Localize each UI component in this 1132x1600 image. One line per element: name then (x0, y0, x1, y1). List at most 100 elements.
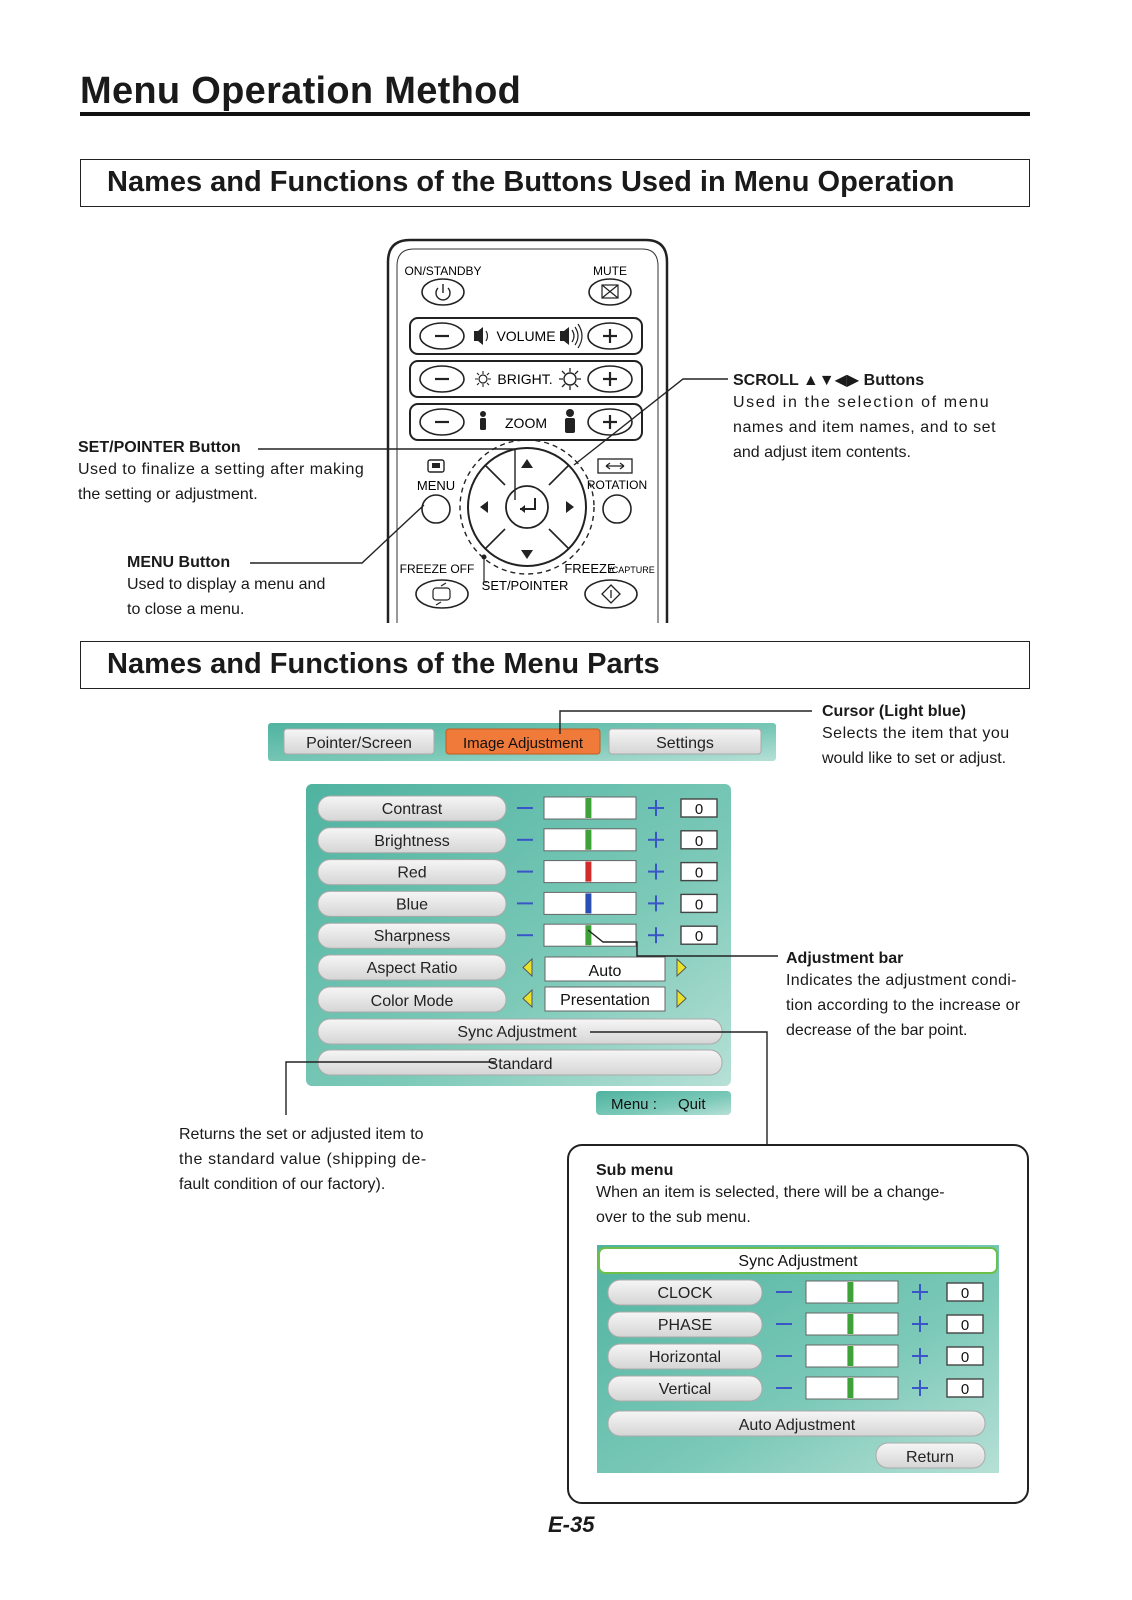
bright-minus-button[interactable] (419, 365, 465, 393)
menu-illustration: Pointer/Screen Image Adjustment Settings… (268, 710, 1029, 1504)
set-pointer-callout: SET/POINTER Button Used to finalize a se… (78, 439, 373, 507)
arrow-left-icon[interactable] (522, 988, 533, 1009)
scroll-callout-line: and adjust item contents. (733, 444, 911, 461)
menu-label: MENU (417, 478, 455, 493)
freeze-off-label: FREEZE OFF (400, 562, 475, 576)
adjustment-bar-callout: Adjustment bar Indicates the adjustment … (786, 950, 1032, 1043)
plus-icon[interactable] (912, 1284, 928, 1300)
menu-item-value: 0 (695, 833, 703, 850)
color-mode-value: Presentation (560, 992, 650, 1009)
plus-icon[interactable] (648, 831, 664, 848)
adjustment-bar[interactable] (543, 828, 637, 852)
adjustment-bar[interactable] (805, 1312, 899, 1336)
return-label: Return (906, 1449, 954, 1466)
menu-button-callout-line: Used to display a menu and (127, 576, 326, 593)
volume-plus-button[interactable] (587, 322, 633, 350)
adjustment-bar[interactable] (543, 923, 637, 947)
auto-adjustment-button[interactable]: Auto Adjustment (607, 1410, 986, 1437)
sub-menu-item-row[interactable]: PHASE 0 (607, 1311, 984, 1338)
zoom-label: ZOOM (505, 415, 547, 431)
aspect-ratio-value: Auto (589, 963, 622, 980)
menu-button-callout: MENU Button Used to display a menu and t… (127, 554, 367, 622)
cursor-callout: Cursor (Light blue) Selects the item tha… (822, 703, 1032, 771)
plus-icon[interactable] (648, 927, 664, 944)
adjustment-bar[interactable] (805, 1344, 899, 1368)
plus-icon[interactable] (648, 895, 664, 912)
sun-small-icon (475, 371, 491, 387)
bar-point (585, 798, 592, 818)
adjustment-bar[interactable] (543, 796, 637, 820)
tab-image-adjustment-label: Image Adjustment (463, 735, 584, 752)
adjustment-bar[interactable] (805, 1376, 899, 1400)
cursor-leader (559, 710, 812, 734)
cursor-callout-title: Cursor (Light blue) (822, 703, 966, 720)
aspect-ratio-row[interactable]: Aspect Ratio Auto (317, 954, 687, 982)
tab-image-adjustment[interactable]: Image Adjustment (445, 728, 601, 755)
bright-plus-button[interactable] (587, 365, 633, 393)
rotation-button[interactable] (602, 494, 632, 524)
return-button[interactable]: Return (875, 1442, 986, 1469)
arrow-up-icon[interactable] (521, 459, 533, 468)
plus-icon[interactable] (648, 863, 664, 880)
adjustment-bar-callout-line: tion according to the increase or (786, 997, 1021, 1014)
tab-settings[interactable]: Settings (608, 728, 762, 755)
adjustment-bar[interactable] (543, 891, 637, 915)
adjustment-bar[interactable] (805, 1280, 899, 1304)
volume-minus-button[interactable] (419, 322, 465, 350)
freeze-capture-button[interactable] (584, 579, 638, 609)
tab-pointer-screen[interactable]: Pointer/Screen (283, 728, 435, 755)
zoom-minus-button[interactable] (419, 408, 465, 436)
scroll-callout: SCROLL ▲▼◀▶ Buttons Used in the selectio… (733, 370, 1008, 465)
bar-point (585, 893, 592, 914)
zoom-plus-button[interactable] (587, 408, 633, 436)
sub-menu-item-label: PHASE (658, 1317, 712, 1334)
color-mode-row[interactable]: Color Mode Presentation (317, 986, 687, 1013)
volume-label: VOLUME (496, 328, 555, 344)
arrow-left-icon[interactable] (480, 501, 488, 513)
sync-adjustment-label: Sync Adjustment (457, 1024, 577, 1041)
sub-menu-item-value: 0 (961, 1317, 969, 1334)
scroll-leader (573, 378, 728, 466)
zoom-rocker (409, 403, 643, 441)
freeze-off-button[interactable] (415, 579, 469, 609)
person-large-icon (565, 409, 575, 433)
menu-button[interactable] (421, 494, 451, 524)
standard-leader (285, 1061, 496, 1115)
volume-low-icon (474, 327, 489, 345)
set-pointer-callout-line: the setting or adjustment. (78, 486, 258, 503)
standard-button[interactable]: Standard (317, 1049, 723, 1076)
arrow-right-icon[interactable] (566, 501, 574, 513)
mute-button[interactable] (588, 278, 632, 306)
plus-icon[interactable] (912, 1380, 928, 1396)
rotation-label: ROTATION (587, 478, 647, 492)
arrow-right-icon[interactable] (676, 988, 687, 1009)
capture-label: /CAPTURE (609, 565, 655, 575)
on-standby-button[interactable] (421, 278, 465, 306)
arrow-right-icon[interactable] (676, 957, 687, 978)
bar-point (847, 1314, 854, 1334)
adjustment-bar-callout-line: decrease of the bar point. (786, 1022, 968, 1039)
plus-icon[interactable] (912, 1348, 928, 1364)
power-icon (435, 284, 451, 301)
arrow-down-icon[interactable] (521, 550, 533, 559)
menu-item-label: Sharpness (374, 928, 451, 945)
plus-icon[interactable] (648, 800, 664, 816)
plus-icon[interactable] (912, 1316, 928, 1332)
set-pointer-button[interactable] (505, 485, 549, 529)
menu-icon (427, 459, 445, 473)
remote-illustration: ON/STANDBY MUTE VOLUME BRIGHT. ZOOM MENU (250, 238, 728, 623)
arrow-left-icon[interactable] (522, 957, 533, 978)
adjustment-bar[interactable] (543, 860, 637, 884)
tab-pointer-screen-label: Pointer/Screen (306, 735, 412, 752)
bar-point (585, 925, 592, 946)
scroll-callout-line: names and item names, and to set (733, 419, 997, 436)
set-pointer-callout-title: SET/POINTER Button (78, 439, 241, 456)
